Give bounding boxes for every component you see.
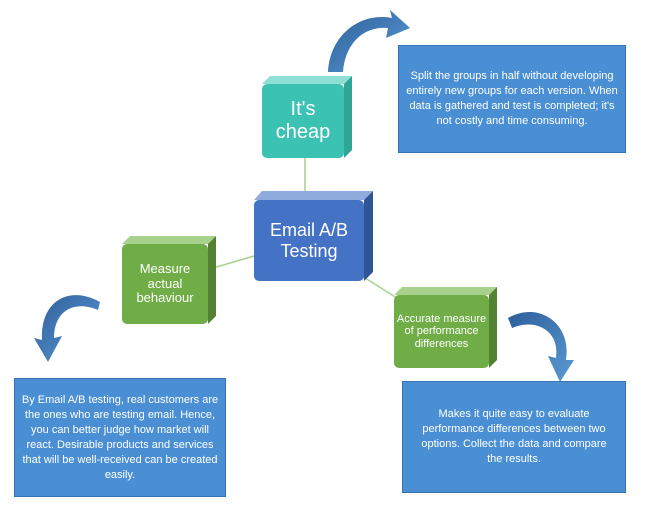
note-cheap: Split the groups in half without develop… — [398, 45, 626, 153]
cheap-label: It's cheap — [275, 98, 331, 143]
curved-arrow-right-icon — [508, 312, 574, 382]
center-cube — [254, 191, 373, 281]
accurate-label: Accurate measure of performance differen… — [396, 312, 487, 350]
connector-lines — [212, 158, 401, 301]
measure-label: Measure actual behaviour — [136, 260, 194, 306]
cheap-cube — [262, 76, 352, 158]
accurate-cube — [394, 287, 497, 368]
measure-cube — [122, 236, 216, 324]
curved-arrow-left-icon — [34, 295, 100, 362]
note-measure: By Email A/B testing, real customers are… — [14, 378, 226, 497]
curved-arrow-top-icon — [328, 10, 410, 72]
center-label: Email A/B Testing — [269, 219, 349, 261]
note-accurate: Makes it quite easy to evaluate performa… — [402, 381, 626, 493]
